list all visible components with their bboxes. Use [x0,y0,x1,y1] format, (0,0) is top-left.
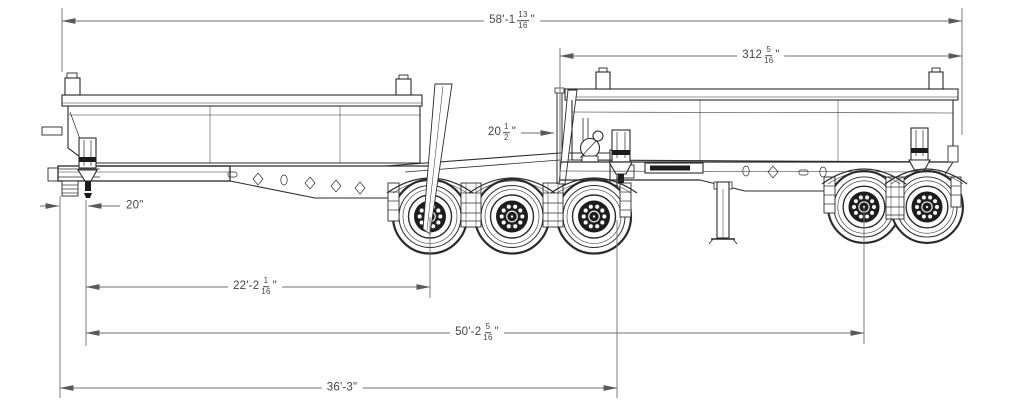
rear-suspension-hangers [823,176,962,220]
dimension-text: 36'-3" [326,381,358,394]
suspension-hangers [387,182,632,228]
tridem-fenders [386,177,638,194]
rear-trailer-drawing [554,67,959,245]
dimension-text: 20 [487,126,502,139]
dimension-text: 58'-1 [489,14,516,27]
rear-fenders [821,168,968,185]
dimension-text: 312 [742,49,763,62]
tridem-wheel-2 [473,178,551,255]
kingpin-setback-dimension-label: 20" [126,199,144,212]
tridem-axle-group [386,83,638,255]
front-to-coupling-dimension-label: 36'-3" [321,381,363,394]
rear-tandem-axle-group [821,168,968,244]
lead-trailer-drawing [41,72,635,199]
dimension-text: 50'-2 [455,326,482,339]
dimension-text: 20" [126,199,144,212]
dimension-text: 22'-2 [233,280,260,293]
